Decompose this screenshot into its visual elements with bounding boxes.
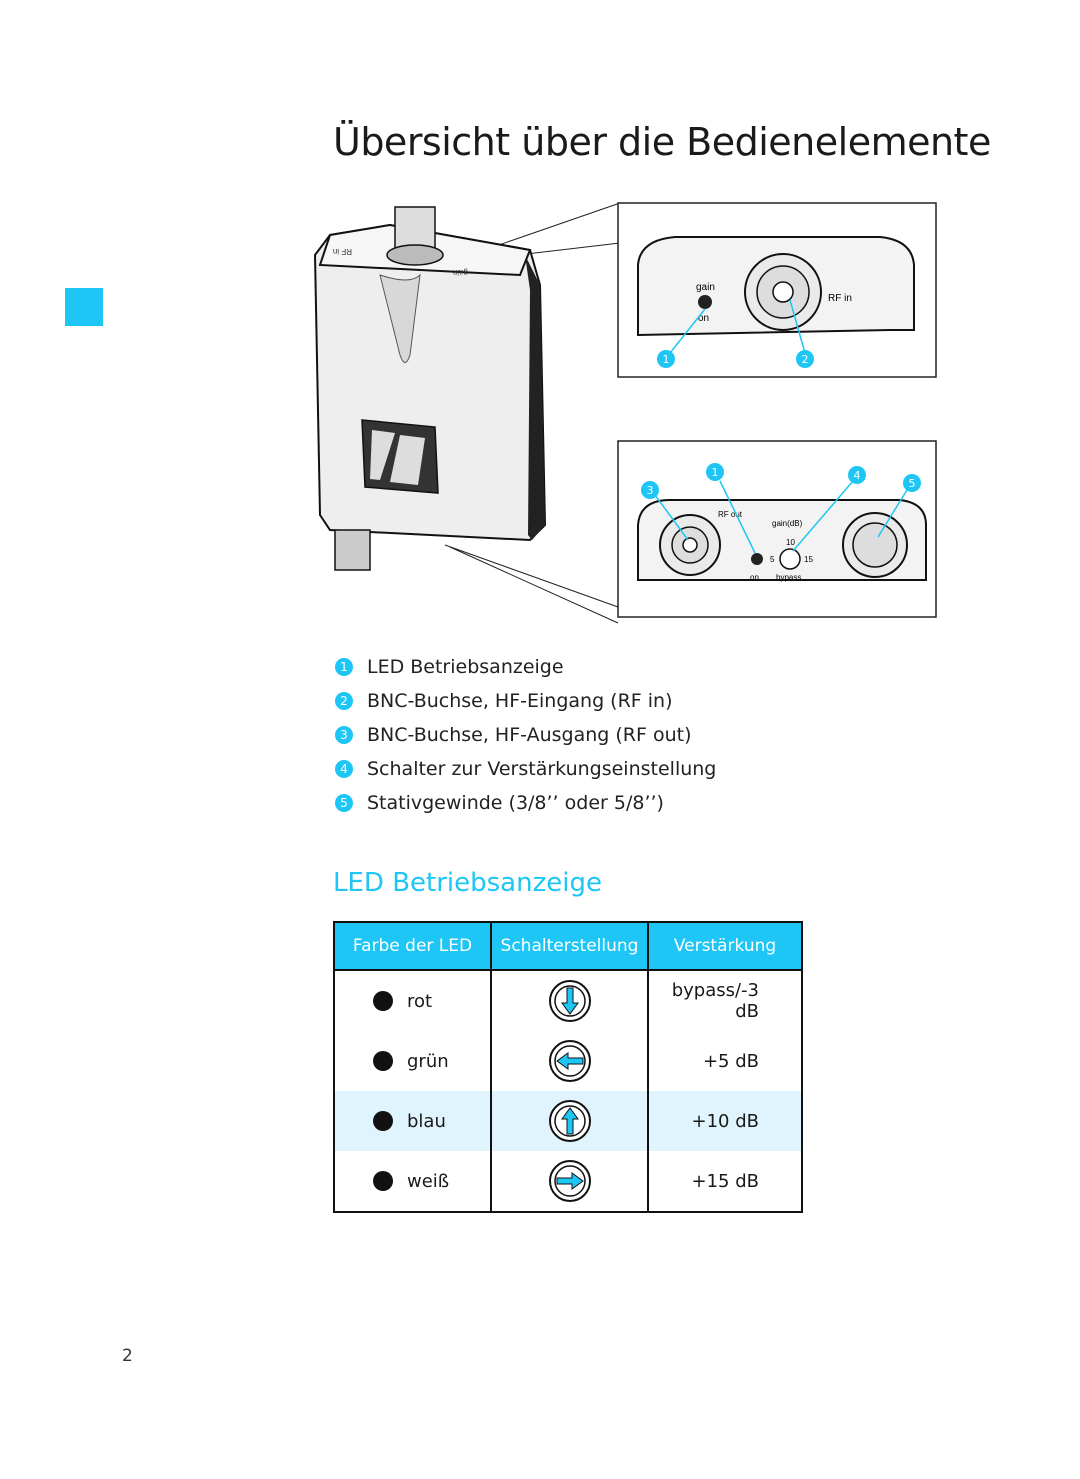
table-row: rot bypass/-3 dB bbox=[333, 970, 803, 1031]
device-body: RF in gain bbox=[313, 206, 547, 571]
header-gain: Verstärkung bbox=[647, 921, 803, 971]
bottom-bypass-label: bypass bbox=[776, 573, 801, 582]
led-color-label: grün bbox=[407, 1050, 449, 1072]
page-title: Übersicht über die Bedienelemente bbox=[333, 120, 991, 164]
led-color-label: weiß bbox=[407, 1170, 450, 1192]
led-status-table: Farbe der LED Schalterstellung Verstärku… bbox=[333, 921, 803, 1213]
legend-label: Schalter zur Verstärkungseinstellung bbox=[367, 758, 717, 780]
legend-label: LED Betriebsanzeige bbox=[367, 656, 564, 678]
bottom-rf-out-label: RF out bbox=[718, 510, 743, 519]
led-dot-icon bbox=[373, 991, 393, 1011]
sennheiser-logo bbox=[361, 419, 439, 494]
table-row: grün +5 dB bbox=[333, 1031, 803, 1091]
top-callout-1: 1 bbox=[663, 353, 670, 366]
left-arrow-icon bbox=[548, 1040, 591, 1082]
gain-value: +5 dB bbox=[647, 1031, 803, 1091]
table-header-row: Farbe der LED Schalterstellung Verstärku… bbox=[333, 921, 803, 971]
legend-item: 1 LED Betriebsanzeige bbox=[335, 650, 716, 684]
legend-label: BNC-Buchse, HF-Eingang (RF in) bbox=[367, 690, 673, 712]
right-arrow-icon bbox=[548, 1160, 591, 1202]
gain-value: +15 dB bbox=[647, 1151, 803, 1213]
table-row: blau +10 dB bbox=[333, 1091, 803, 1151]
gain-value: bypass/-3 dB bbox=[647, 970, 803, 1031]
down-arrow-icon bbox=[548, 980, 591, 1022]
bottom-gain-db-label: gain(dB) bbox=[772, 519, 803, 528]
bottom-callout-3: 3 bbox=[647, 484, 654, 497]
section-marker bbox=[65, 288, 103, 326]
top-on-label: on bbox=[698, 313, 709, 324]
up-arrow-icon bbox=[548, 1100, 591, 1142]
legend-number: 3 bbox=[335, 726, 353, 744]
led-dot-icon bbox=[373, 1111, 393, 1131]
legend-item: 3 BNC-Buchse, HF-Ausgang (RF out) bbox=[335, 718, 716, 752]
device-gain-label: gain bbox=[453, 268, 468, 277]
top-callout-2: 2 bbox=[802, 353, 809, 366]
bottom-on-label: on bbox=[750, 573, 759, 582]
legend-label: Stativgewinde (3/8’’ oder 5/8’’) bbox=[367, 792, 664, 814]
bottom-detail-panel: RF out gain(dB) 10 5 15 on bypass 3 1 4 … bbox=[617, 440, 937, 618]
gain-value: +10 dB bbox=[647, 1091, 803, 1151]
table-row: weiß +15 dB bbox=[333, 1151, 803, 1213]
led-color-label: blau bbox=[407, 1110, 446, 1132]
legend-item: 4 Schalter zur Verstärkungseinstellung bbox=[335, 752, 716, 786]
legend-item: 5 Stativgewinde (3/8’’ oder 5/8’’) bbox=[335, 786, 716, 820]
bottom-scale-15: 15 bbox=[804, 555, 813, 564]
led-section-heading: LED Betriebsanzeige bbox=[333, 868, 602, 898]
bottom-callout-5: 5 bbox=[909, 477, 916, 490]
top-rf-in-label: RF in bbox=[828, 293, 852, 304]
legend-number: 2 bbox=[335, 692, 353, 710]
top-gain-label: gain bbox=[696, 282, 715, 293]
led-color-label: rot bbox=[407, 990, 433, 1012]
header-led-color: Farbe der LED bbox=[333, 921, 492, 971]
legend-number: 4 bbox=[335, 760, 353, 778]
legend-label: BNC-Buchse, HF-Ausgang (RF out) bbox=[367, 724, 692, 746]
header-switch-position: Schalterstellung bbox=[491, 921, 648, 971]
device-rf-in-label: RF in bbox=[333, 247, 352, 256]
bottom-callout-4: 4 bbox=[854, 469, 861, 482]
bottom-scale-5: 5 bbox=[770, 555, 775, 564]
led-dot-icon bbox=[373, 1051, 393, 1071]
top-detail-panel: gain on RF in 1 2 bbox=[617, 202, 937, 378]
legend-number: 1 bbox=[335, 658, 353, 676]
legend-item: 2 BNC-Buchse, HF-Eingang (RF in) bbox=[335, 684, 716, 718]
bottom-scale-10: 10 bbox=[786, 538, 795, 547]
bottom-callout-1: 1 bbox=[712, 466, 719, 479]
page-number: 2 bbox=[122, 1346, 133, 1366]
controls-legend: 1 LED Betriebsanzeige 2 BNC-Buchse, HF-E… bbox=[335, 650, 716, 820]
device-diagram: RF in gain gain on RF in 1 2 RF out gain… bbox=[313, 202, 937, 624]
legend-number: 5 bbox=[335, 794, 353, 812]
led-dot-icon bbox=[373, 1171, 393, 1191]
